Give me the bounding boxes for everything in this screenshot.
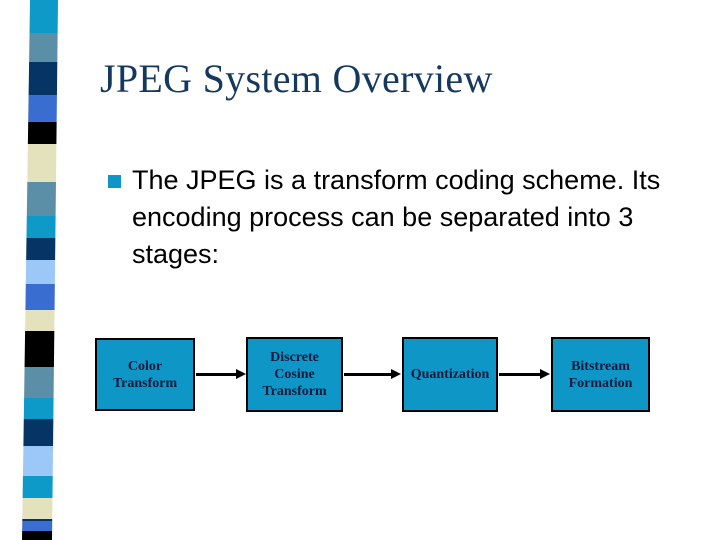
stripe-bands-container: [22, 0, 58, 540]
flow-box-discrete-cosine-transform-label: Discrete Cosine Transform: [262, 349, 326, 400]
stripe-band-3: [22, 95, 58, 122]
stripe-band-8: [22, 238, 58, 260]
page-title: JPEG System Overview: [100, 56, 493, 101]
flow-box-color-transform-label: Color Transform: [113, 358, 177, 392]
stripe-band-15: [22, 419, 58, 446]
flow-label-line-2: Cosine: [274, 367, 315, 382]
list-item: The JPEG is a transform coding scheme. I…: [104, 162, 694, 273]
flow-label-line-1: Discrete: [270, 350, 319, 365]
stripe-band-20: [22, 521, 58, 531]
stripe-band-2: [22, 62, 58, 95]
flow-label-line-2: Transform: [112, 375, 178, 391]
flow-box-bitstream-formation[interactable]: Bitstream Formation: [551, 337, 650, 412]
flow-box-bitstream-formation-label: Bitstream Formation: [569, 358, 633, 392]
stripe-band-5: [22, 144, 58, 182]
flow-label-line-1: Color: [127, 358, 163, 374]
stripe-band-11: [22, 310, 58, 331]
flow-box-quantization[interactable]: Quantization: [402, 337, 498, 412]
flow-label-line-3: Transform: [262, 384, 327, 399]
stripe-band-10: [22, 284, 58, 310]
bullet-list: The JPEG is a transform coding scheme. I…: [104, 162, 694, 273]
stripe-band-14: [22, 398, 58, 419]
square-bullet-icon: [108, 175, 121, 188]
stripe-band-6: [22, 182, 58, 216]
stripe-band-16: [22, 446, 58, 476]
flow-label-line-2: Formation: [568, 375, 633, 391]
flow-arrow-2: [344, 369, 401, 379]
stripe-band-13: [22, 367, 58, 398]
flow-box-discrete-cosine-transform[interactable]: Discrete Cosine Transform: [246, 337, 343, 412]
stripe-band-21: [22, 531, 58, 540]
stripe-band-7: [22, 216, 58, 238]
stripe-band-4: [22, 122, 58, 144]
stripe-band-18: [22, 498, 58, 519]
decorative-color-stripe: [0, 0, 78, 540]
flow-arrow-3: [499, 369, 550, 379]
stripe-band-12: [22, 331, 58, 367]
stripe-band-9: [22, 260, 58, 284]
flow-box-color-transform[interactable]: Color Transform: [95, 338, 195, 411]
flow-arrow-1: [196, 369, 246, 379]
flow-label-line-1: Bitstream: [571, 358, 630, 374]
flow-box-quantization-label: Quantization: [410, 367, 490, 382]
stripe-band-17: [22, 476, 58, 498]
bullet-text: The JPEG is a transform coding scheme. I…: [132, 165, 661, 269]
stripe-band-0: [22, 0, 58, 33]
stripe-band-19: [22, 519, 58, 521]
stripe-band-1: [22, 33, 58, 62]
